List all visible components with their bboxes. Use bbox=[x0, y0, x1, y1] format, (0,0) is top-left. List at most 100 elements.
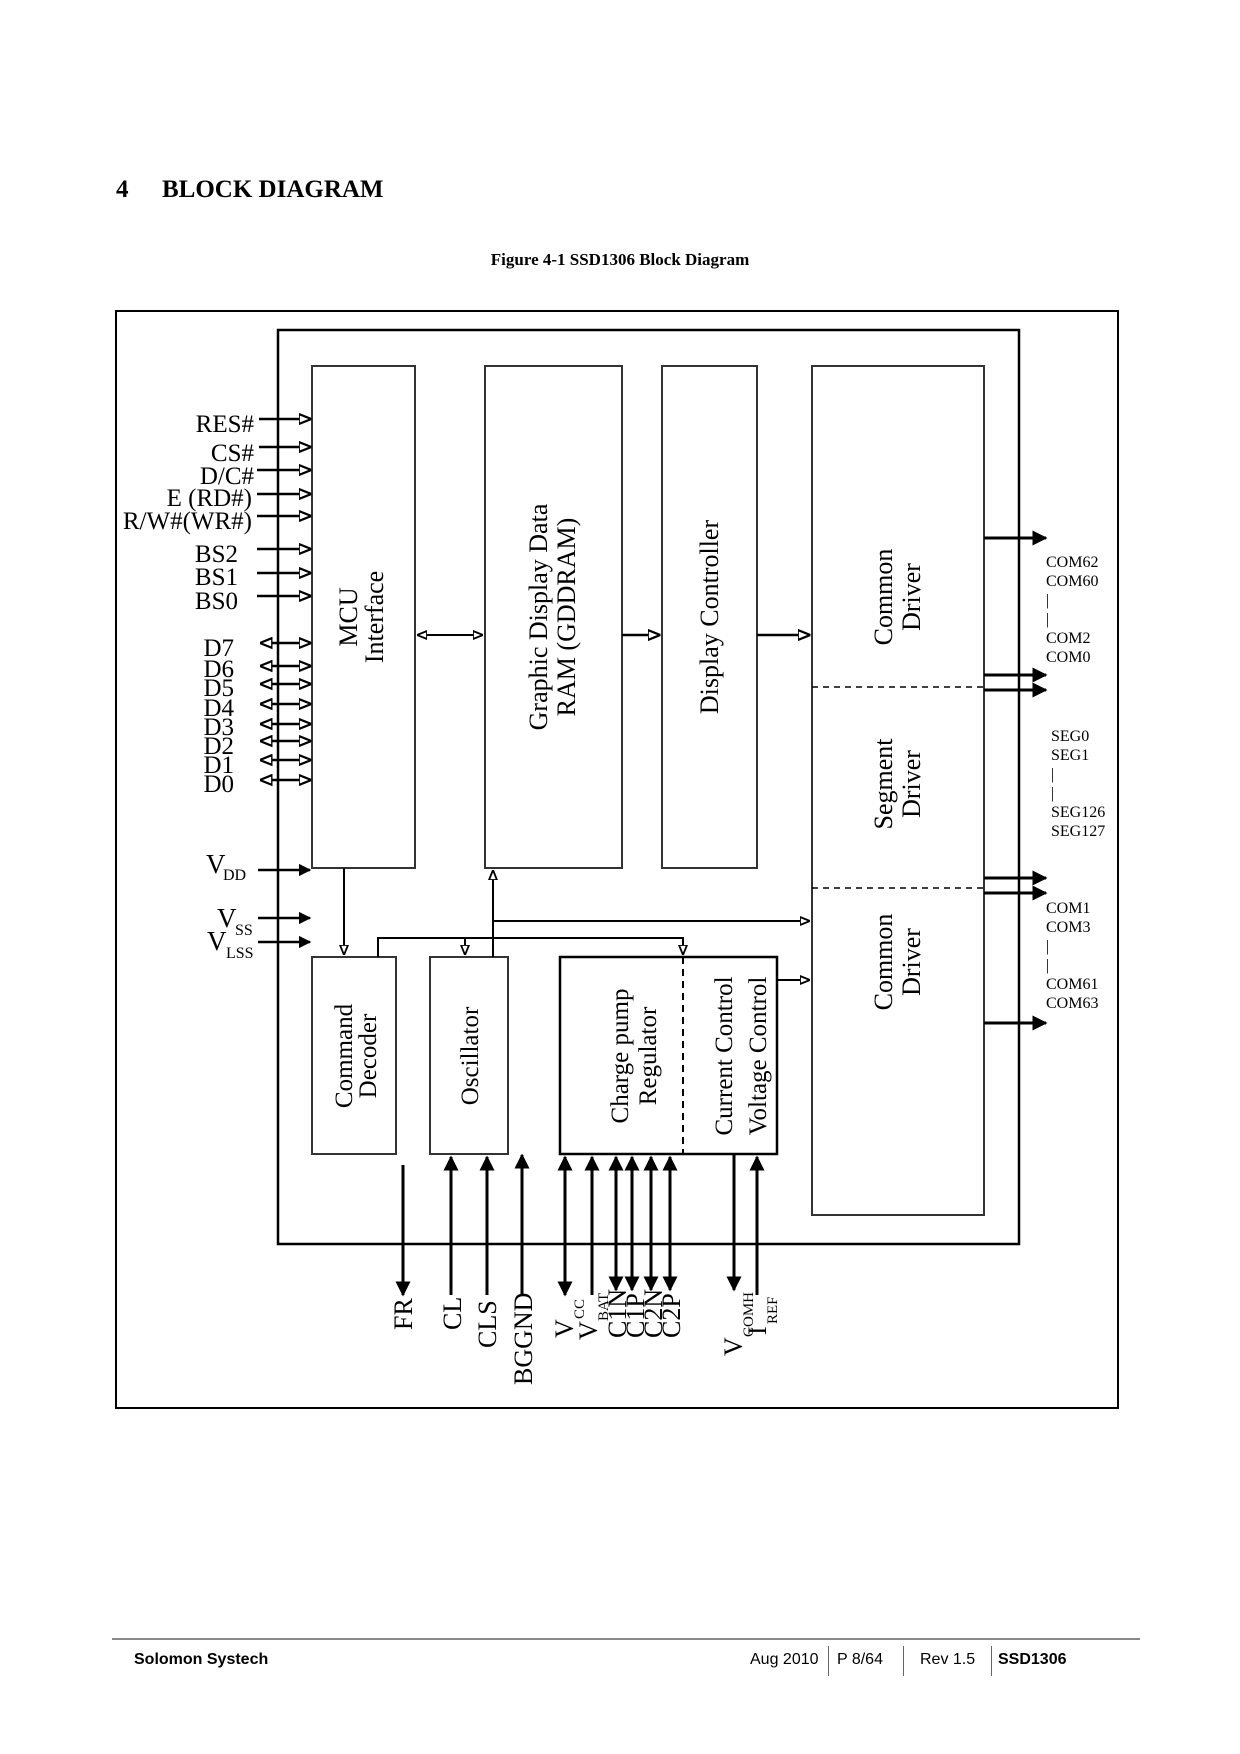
section-title: BLOCK DIAGRAM bbox=[162, 176, 384, 203]
gddram-block bbox=[484, 365, 623, 869]
left-pin-labels: RES# CS# D/C# E (RD#) R/W#(WR#) BS2 BS1 … bbox=[123, 411, 255, 798]
pin-bggnd: BGGND bbox=[509, 1293, 538, 1385]
footer-company: Solomon Systech bbox=[134, 1651, 269, 1668]
svg-text:I: I bbox=[743, 1326, 772, 1335]
footer-part-number: SSD1306 bbox=[991, 1646, 1075, 1676]
pin-d0: D0 bbox=[203, 771, 234, 798]
pin-com3: COM3 bbox=[1046, 919, 1090, 936]
pin-vdd: V DD bbox=[206, 849, 246, 884]
left-pin-arrows bbox=[257, 419, 312, 949]
svg-text:REF: REF bbox=[765, 1296, 781, 1324]
svg-text:Interface: Interface bbox=[360, 571, 389, 663]
section-number: 4 bbox=[116, 176, 129, 203]
svg-text:Driver: Driver bbox=[897, 563, 926, 631]
section-heading: 4 BLOCK DIAGRAM bbox=[116, 176, 384, 204]
pin-bs2: BS2 bbox=[195, 541, 238, 568]
pin-seg1: SEG1 bbox=[1051, 747, 1089, 764]
display-controller-block bbox=[661, 365, 758, 869]
pin-com1: COM1 bbox=[1046, 900, 1090, 917]
footer-divider bbox=[112, 1638, 1140, 1640]
svg-text:Driver: Driver bbox=[897, 750, 926, 818]
pin-bs0: BS0 bbox=[195, 588, 238, 615]
svg-text:LSS: LSS bbox=[226, 945, 254, 962]
common-driver-top-label: Common Driver bbox=[869, 549, 926, 646]
com-bottom-ellipsis-2: | bbox=[1046, 957, 1049, 974]
footer-page: P 8/64 bbox=[828, 1646, 891, 1676]
svg-text:SS: SS bbox=[235, 922, 253, 939]
pin-d1: D1 bbox=[203, 752, 234, 779]
oscillator-block bbox=[429, 956, 509, 1155]
bottom-pin-arrows bbox=[395, 1153, 765, 1297]
svg-text:Current Control: Current Control bbox=[711, 976, 738, 1135]
svg-text:V: V bbox=[206, 849, 226, 879]
footer-date: Aug 2010 bbox=[750, 1651, 819, 1668]
pin-dc: D/C# bbox=[200, 463, 255, 490]
pin-cl: CL bbox=[438, 1297, 467, 1330]
pin-d2: D2 bbox=[203, 733, 234, 760]
charge-pump-label: Charge pump Regulator bbox=[607, 989, 662, 1124]
pin-com60: COM60 bbox=[1046, 573, 1098, 590]
pin-vbat: V BAT bbox=[574, 1293, 612, 1340]
command-decoder-label: Command Decoder bbox=[331, 1003, 382, 1108]
bottom-pin-labels: FR CL CLS BGGND V CC V BAT C1N C1P C2N C… bbox=[389, 1289, 781, 1385]
pin-iref: I REF bbox=[743, 1296, 781, 1335]
figure-caption: Figure 4-1 SSD1306 Block Diagram bbox=[490, 250, 750, 269]
pin-com62: COM62 bbox=[1046, 554, 1098, 571]
display-controller-label: Display Controller bbox=[695, 520, 724, 715]
pin-com61: COM61 bbox=[1046, 976, 1098, 993]
segment-driver-label: Segment Driver bbox=[869, 738, 926, 830]
mcu-interface-label: MCU Interface bbox=[334, 571, 389, 663]
decoder-bus bbox=[377, 937, 683, 957]
com-top-ellipsis-2: | bbox=[1046, 611, 1049, 628]
mcu-interface-block bbox=[311, 365, 416, 869]
svg-text:V: V bbox=[207, 926, 227, 956]
svg-text:RAM (GDDRAM): RAM (GDDRAM) bbox=[552, 518, 581, 717]
pin-seg126: SEG126 bbox=[1051, 804, 1105, 821]
svg-text:CC: CC bbox=[572, 1299, 588, 1319]
svg-text:V: V bbox=[217, 903, 237, 933]
pin-c2n: C2N bbox=[639, 1289, 668, 1338]
svg-text:V: V bbox=[550, 1319, 579, 1338]
svg-text:V: V bbox=[719, 1337, 748, 1356]
pin-com63: COM63 bbox=[1046, 995, 1098, 1012]
pin-c1n: C1N bbox=[603, 1289, 632, 1338]
svg-text:MCU: MCU bbox=[334, 587, 363, 646]
svg-text:Oscillator: Oscillator bbox=[457, 1006, 484, 1105]
common-driver-bottom-label: Common Driver bbox=[869, 914, 926, 1011]
svg-text:Regulator: Regulator bbox=[635, 1006, 662, 1105]
svg-text:Graphic Display Data: Graphic Display Data bbox=[524, 503, 553, 730]
outer-frame bbox=[115, 310, 1119, 1409]
svg-text:COMH: COMH bbox=[741, 1292, 757, 1337]
svg-text:V: V bbox=[574, 1321, 603, 1340]
footer-revision: Rev 1.5 bbox=[903, 1646, 983, 1676]
svg-text:BAT: BAT bbox=[596, 1293, 612, 1321]
svg-text:Charge pump: Charge pump bbox=[607, 989, 634, 1124]
charge-pump-block bbox=[558, 955, 779, 1156]
svg-text:Common: Common bbox=[869, 549, 898, 646]
pin-seg0: SEG0 bbox=[1051, 728, 1089, 745]
pin-rw-wr: R/W#(WR#) bbox=[123, 508, 252, 535]
oscillator-label: Oscillator bbox=[457, 1006, 484, 1105]
pin-com0: COM0 bbox=[1046, 649, 1090, 666]
pin-cs: CS# bbox=[211, 440, 255, 467]
pin-d7: D7 bbox=[203, 635, 234, 662]
command-decoder-block bbox=[311, 956, 397, 1155]
pin-d4: D4 bbox=[203, 695, 234, 722]
svg-text:DD: DD bbox=[223, 867, 246, 884]
svg-text:Voltage Control: Voltage Control bbox=[745, 977, 772, 1136]
pin-vss: V SS bbox=[217, 903, 253, 939]
com-bottom-ellipsis-1: | bbox=[1046, 938, 1049, 955]
pin-bs1: BS1 bbox=[195, 564, 238, 591]
pin-vlss: V LSS bbox=[207, 926, 254, 962]
svg-text:Common: Common bbox=[869, 914, 898, 1011]
pin-c1p: C1P bbox=[621, 1293, 650, 1338]
svg-text:Driver: Driver bbox=[897, 928, 926, 996]
pin-d3: D3 bbox=[203, 714, 234, 741]
pin-seg127: SEG127 bbox=[1051, 823, 1105, 840]
pin-res: RES# bbox=[196, 411, 255, 438]
seg-ellipsis-2: | bbox=[1051, 785, 1054, 802]
driver-column-block bbox=[811, 365, 985, 1216]
pin-c2p: C2P bbox=[657, 1293, 686, 1338]
svg-text:Display Controller: Display Controller bbox=[695, 520, 724, 715]
